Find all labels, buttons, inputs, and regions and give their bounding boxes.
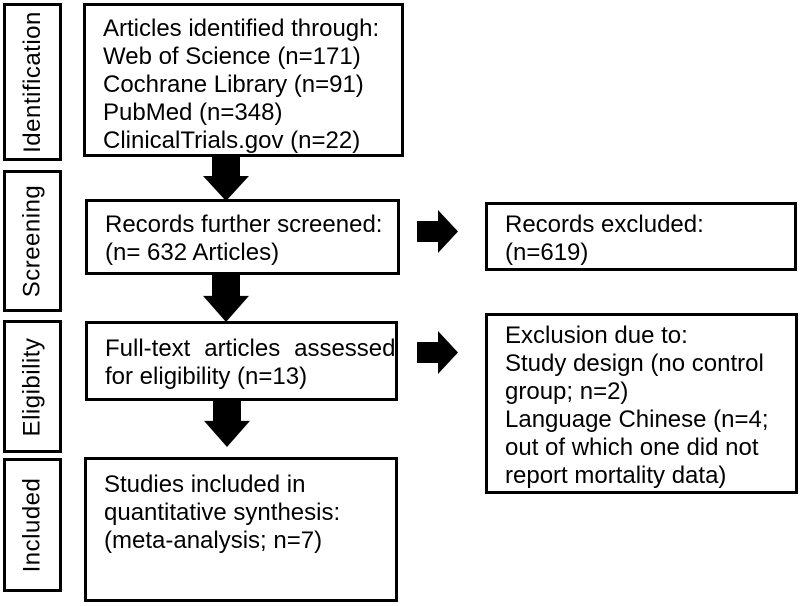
stage-screening-label: Screening: [18, 184, 46, 298]
arrow-down-identified-to-screened-icon: [203, 156, 249, 201]
stage-identification: Identification: [3, 3, 62, 161]
stage-included-label: Included: [18, 477, 46, 573]
text-line: Language Chinese (n=4;: [505, 406, 769, 433]
stage-screening: Screening: [3, 170, 62, 312]
text-line: Web of Science (n=171): [103, 43, 361, 70]
stage-eligibility: Eligibility: [3, 320, 62, 453]
text-line: (n= 632 Articles): [105, 239, 280, 266]
stage-identification-label: Identification: [18, 11, 46, 153]
arrow-down-screened-to-fulltext-icon: [203, 275, 249, 322]
box-records-excluded: Records excluded: (n=619): [485, 202, 797, 271]
box-fulltext-assessed: Full-text articles assessed for eligibil…: [85, 321, 398, 401]
text-line: out of which one did not: [505, 434, 759, 461]
text-line: Cochrane Library (n=91): [103, 71, 364, 98]
box-studies-included: Studies included in quantitative synthes…: [84, 457, 398, 602]
arrow-right-screened-to-excluded-icon: [417, 210, 458, 253]
text-line: Records excluded:: [505, 211, 704, 238]
text-line: (n=619): [505, 239, 589, 266]
box-exclusion-reasons: Exclusion due to: Study design (no contr…: [485, 313, 798, 494]
text-line: group; n=2): [505, 378, 629, 405]
stage-included: Included: [3, 458, 62, 592]
text-line: Full-text articles assessed: [105, 335, 396, 362]
text-line: report mortality data): [505, 462, 727, 489]
arrow-right-fulltext-to-exclusion-icon: [417, 331, 458, 374]
text-line: (meta-analysis; n=7): [104, 527, 323, 554]
text-line: Records further screened:: [105, 211, 383, 238]
stage-eligibility-label: Eligibility: [18, 337, 46, 436]
text-line: quantitative synthesis:: [104, 499, 341, 526]
box-records-screened: Records further screened: (n= 632 Articl…: [85, 199, 400, 275]
text-line: Exclusion due to:: [505, 322, 688, 349]
text-line: Articles identified through:: [103, 15, 380, 42]
text-line: Study design (no control: [505, 350, 764, 377]
arrow-down-fulltext-to-included-icon: [204, 400, 250, 447]
box-articles-identified: Articles identified through: Web of Scie…: [83, 3, 404, 157]
text-line: ClinicalTrials.gov (n=22): [103, 127, 361, 154]
text-line: for eligibility (n=13): [105, 363, 308, 390]
text-line: PubMed (n=348): [103, 99, 283, 126]
text-line: Studies included in: [104, 471, 306, 498]
